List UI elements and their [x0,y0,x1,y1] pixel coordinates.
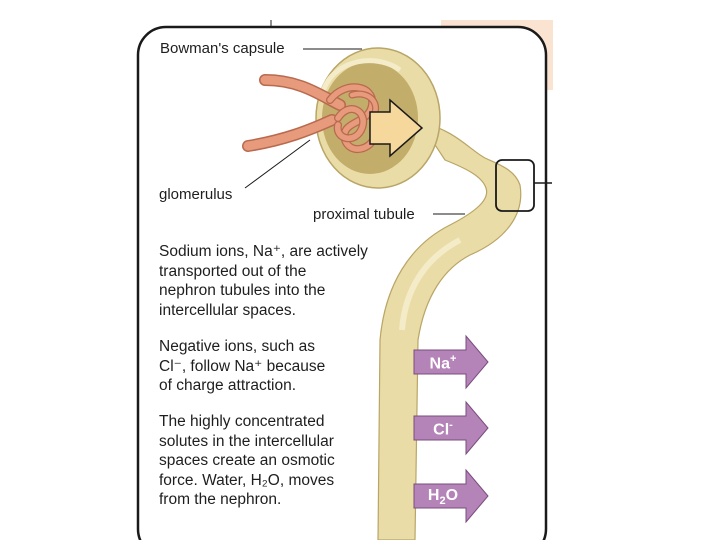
paragraph-line: of charge attraction. [159,377,296,394]
sodium-paragraph: Sodium ions, Na⁺, are actively transport… [159,242,368,320]
chloride-symbol: Cl [433,421,450,439]
efferent-arteriole [243,115,337,151]
paragraph-line: force. Water, H₂O, moves [159,471,335,489]
water-o: O [445,487,459,504]
glomerulus-leader [244,139,311,189]
proximal-tubule-label: proximal tubule [313,206,415,223]
paragraph-line: Sodium ions, Na⁺, are actively [159,243,368,260]
paragraph-line: intercellular spaces. [159,301,296,319]
paragraph-line: spaces create an osmotic [159,452,335,469]
paragraph-line: nephron tubules into the [159,282,326,299]
water-label: H2O [417,487,469,507]
bowmans-capsule-label: Bowman's capsule [160,40,285,57]
sodium-symbol: Na [429,355,450,373]
paragraph-line: Cl⁻, follow Na⁺ because [159,357,326,375]
paragraph-line: The highly concentrated [159,413,325,430]
water-h: H [427,487,440,504]
water-subscript: 2 [439,495,446,508]
zoom-callout-box [495,159,535,212]
paragraph-line: Negative ions, such as [159,338,315,355]
chloride-ion-label: Cl- [417,419,469,439]
tubule-highlight [399,237,462,331]
sodium-charge: + [450,353,457,365]
water-paragraph: The highly concentrated solutes in the i… [159,412,335,510]
capsule-highlight [319,58,402,96]
chloride-charge: - [449,419,453,431]
chloride-arrow [413,400,489,456]
afferent-arteriole [260,75,345,110]
sodium-ion-label: Na+ [417,353,469,373]
water-arrow [413,468,489,524]
chloride-paragraph: Negative ions, such as Cl⁻, follow Na⁺ b… [159,337,325,396]
filtrate-arrow [369,98,424,158]
paragraph-line: solutes in the intercellular [159,432,334,450]
sodium-arrow [413,334,489,390]
paragraph-line: from the nephron. [159,491,282,508]
glomerulus-label: glomerulus [159,186,233,203]
paragraph-line: transported out of the [159,262,307,280]
